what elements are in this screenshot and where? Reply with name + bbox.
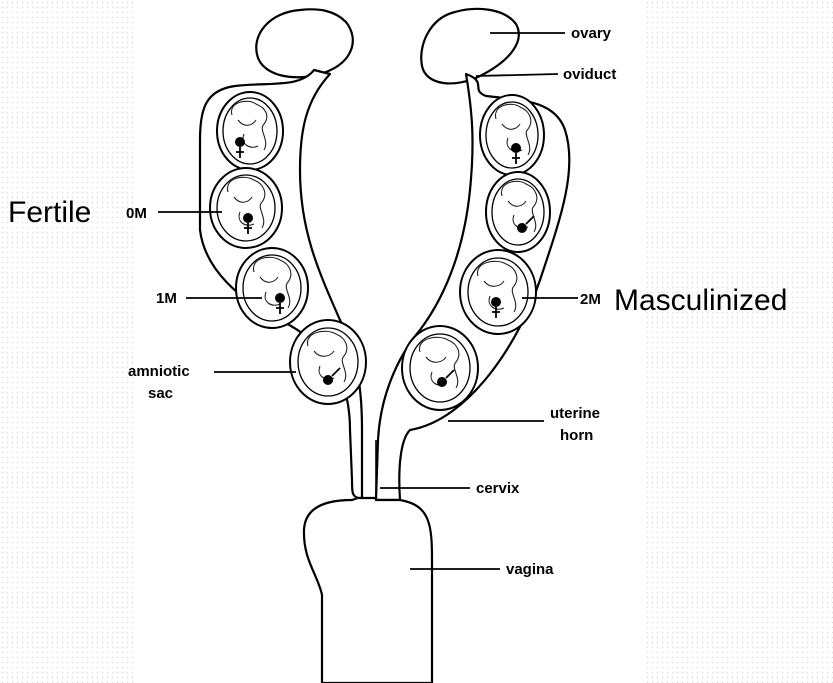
right-ovary — [421, 9, 519, 84]
right-sac-1 — [480, 95, 544, 175]
vagina-outline — [304, 498, 432, 683]
right-sac-2 — [486, 172, 550, 252]
left-sac-2 — [210, 168, 282, 248]
oviduct-label: oviduct — [563, 66, 616, 83]
left-sac-3 — [236, 248, 308, 328]
right-sac-4 — [402, 326, 478, 410]
amniotic-label: amniotic — [128, 363, 190, 380]
right-sac-3 — [460, 250, 536, 334]
ovary-label: ovary — [571, 25, 612, 42]
oviduct-leader — [476, 74, 558, 76]
one-m-label: 1M — [156, 290, 177, 307]
left-sac-1 — [217, 92, 283, 170]
left-ovary — [256, 9, 353, 77]
uterine-label: uterine — [550, 405, 600, 422]
masculinized-label: Masculinized — [614, 284, 787, 317]
left-sac-4 — [290, 320, 366, 404]
fertile-label: Fertile — [8, 196, 91, 229]
cervix-label: cervix — [476, 480, 520, 497]
two-m-label: 2M — [580, 291, 601, 308]
cervical-canal — [362, 430, 376, 500]
zero-m-label: 0M — [126, 205, 147, 222]
sac-label: sac — [148, 385, 173, 402]
horn-label: horn — [560, 427, 593, 444]
vagina-label: vagina — [506, 561, 554, 578]
